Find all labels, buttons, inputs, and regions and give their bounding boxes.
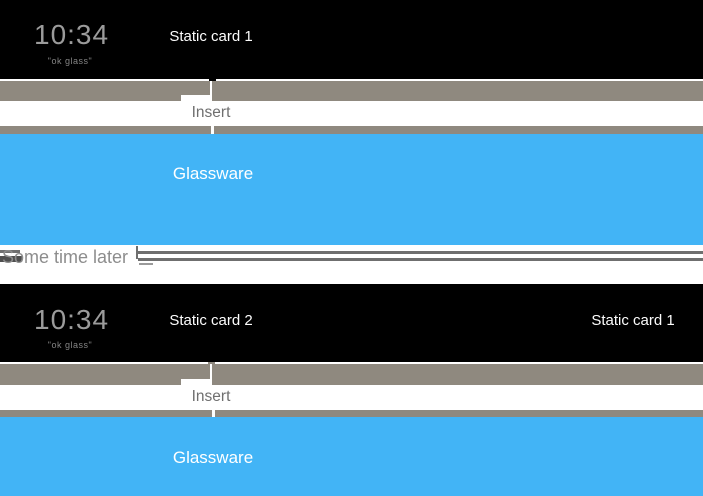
home-card-hint: "ok glass" bbox=[47, 340, 93, 350]
timeline-strip-2: 10:34 "ok glass" Static card 2 Static ca… bbox=[0, 284, 703, 362]
insert-label: Insert bbox=[191, 388, 231, 405]
home-card-hint: "ok glass" bbox=[47, 56, 93, 66]
glassware-card-1: Glassware bbox=[0, 134, 703, 245]
divider-line-stub bbox=[139, 263, 153, 265]
divider-line-right-lower bbox=[138, 258, 703, 261]
timeline-slot-gap bbox=[210, 81, 212, 101]
timeline-rail-upper-1 bbox=[0, 81, 703, 101]
timeline-rail-lower-1 bbox=[0, 126, 703, 134]
static-card-label: Static card 1 bbox=[169, 28, 253, 45]
glassware-card-2: Glassware bbox=[0, 417, 703, 496]
insert-label: Insert bbox=[191, 104, 231, 121]
timeline-slot-gap bbox=[210, 364, 212, 385]
insert-point-notch bbox=[181, 95, 210, 101]
timeline-slot-gap bbox=[212, 410, 215, 418]
timeline-rail-upper-2 bbox=[0, 364, 703, 385]
glassware-card-label: Glassware bbox=[172, 448, 254, 467]
home-card-time: 10:34 bbox=[34, 304, 110, 335]
glassware-card-label: Glassware bbox=[172, 164, 254, 183]
static-card-label: Static card 2 bbox=[169, 312, 253, 329]
static-card-label: Static card 1 bbox=[591, 312, 675, 329]
divider-line-left bbox=[0, 256, 22, 262]
timeline-connector-notch bbox=[209, 79, 216, 81]
timeline-slot-gap bbox=[211, 126, 214, 134]
divider-line-right-upper bbox=[138, 251, 703, 254]
insert-point-notch bbox=[181, 379, 210, 385]
divider-label: Some time later bbox=[2, 247, 129, 267]
divider-tick bbox=[136, 246, 138, 259]
timeline-connector-notch bbox=[208, 362, 215, 364]
timeline-strip-1: 10:34 "ok glass" Static card 1 bbox=[0, 0, 703, 79]
divider-some-time-later: Some time later bbox=[0, 245, 703, 284]
timeline-rail-lower-2 bbox=[0, 410, 703, 418]
divider-line-left bbox=[0, 250, 20, 253]
home-card-time: 10:34 bbox=[34, 19, 110, 50]
